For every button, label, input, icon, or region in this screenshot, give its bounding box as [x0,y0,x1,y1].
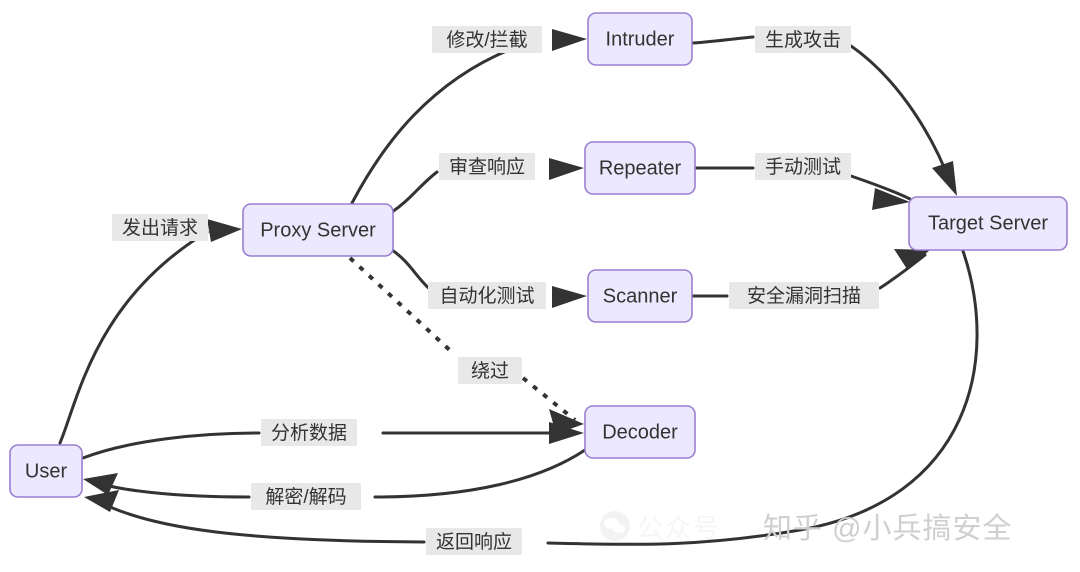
edge-label-text: 修改/拦截 [446,29,527,51]
edge-label-text: 分析数据 [271,422,347,444]
arrowhead-to-scanner [552,286,587,308]
edge-label-text: 发出请求 [122,217,198,239]
node-label-user: User [25,460,68,482]
edge-label-fa-chu-qing-qiu: 发出请求 [112,214,208,241]
node-intruder[interactable]: Intruder [587,12,693,66]
edge-user-to-decoder [81,431,570,460]
edge-label-text: 安全漏洞扫描 [747,285,861,307]
edge-label-fan-hui-xiang-ying: 返回响应 [426,528,522,555]
edge-layer [58,35,979,546]
arrowhead-to-intruder [552,29,587,51]
edge-proxy-to-intruder [350,40,532,205]
edge-label-jie-mi-jie-ma: 解密/解码 [251,483,361,510]
arrowhead-to-proxy [207,219,242,242]
edge-label-text: 审查响应 [449,156,525,178]
edge-label-text: 手动测试 [765,156,841,178]
edge-label-text: 绕过 [471,360,509,382]
edge-label-rao-guo: 绕过 [458,357,522,384]
edge-label-xiu-gai-lan-jie: 修改/拦截 [432,26,542,53]
node-user[interactable]: User [9,444,83,498]
edge-proxy-to-scanner [390,248,434,293]
edge-label-fen-xi-shu-ju: 分析数据 [261,419,357,446]
node-proxy-server[interactable]: Proxy Server [242,203,394,257]
edge-target-to-user [94,249,979,546]
node-layer: User Proxy Server Intruder Repeater Scan… [9,12,1068,498]
node-label-repeater: Repeater [599,157,682,179]
node-label-proxy-server: Proxy Server [260,219,376,241]
edge-repeater-to-target [694,166,912,201]
node-decoder[interactable]: Decoder [584,405,696,459]
arrowhead-intruder-to-target [932,161,957,196]
node-label-target-server: Target Server [928,212,1048,234]
node-scanner[interactable]: Scanner [587,269,693,323]
edge-label-text: 生成攻击 [765,29,841,51]
arrowhead-repeater-to-target [872,188,910,210]
edge-label-text: 自动化测试 [439,285,534,307]
edge-proxy-to-repeater [390,170,439,214]
edge-user-to-proxy [58,230,209,445]
edge-label-layer: 发出请求 修改/拦截 审查响应 自动化测试 绕过 生成攻击 [112,26,879,555]
edge-label-text: 返回响应 [436,531,512,553]
node-label-decoder: Decoder [602,421,678,443]
node-repeater[interactable]: Repeater [584,141,696,195]
node-label-scanner: Scanner [603,285,678,307]
arrowhead-to-repeater [549,158,584,180]
edge-label-shen-cha-xiang-ying: 审查响应 [439,153,535,180]
arrowhead-scanner-to-target [894,249,930,269]
node-target-server[interactable]: Target Server [908,196,1068,251]
edge-label-an-quan-lou-dong-sao-miao: 安全漏洞扫描 [729,282,879,309]
arrowhead-target-to-user [84,490,119,512]
edge-label-zi-dong-hua-ce-shi: 自动化测试 [428,282,546,309]
edge-label-sheng-cheng-gong-ji: 生成攻击 [755,26,851,53]
arrowhead-decoder-to-user [83,473,118,495]
arrowhead-layer [83,29,957,512]
node-label-intruder: Intruder [606,28,675,50]
edge-label-text: 解密/解码 [265,486,346,508]
edge-scanner-to-target [691,253,927,298]
arrowhead-to-decoder [549,422,584,444]
edge-proxy-to-decoder-bypass [348,256,577,422]
edge-label-shou-dong-ce-shi: 手动测试 [755,153,851,180]
